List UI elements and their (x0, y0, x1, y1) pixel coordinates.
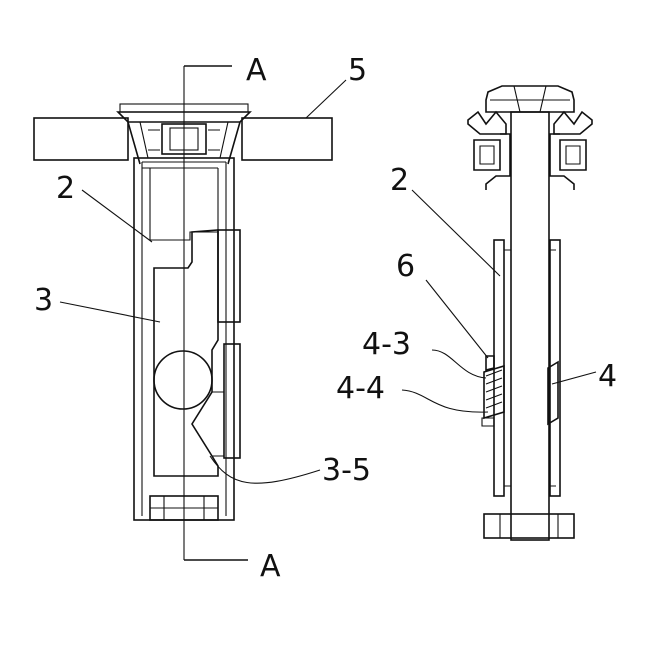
bolt-circle (153, 350, 213, 410)
wall-panel-left (33, 117, 129, 161)
label-part-3: 3 (34, 283, 53, 318)
wall-panel-right (241, 117, 333, 161)
label-part-6: 6 (396, 249, 415, 284)
label-part-5: 5 (348, 53, 367, 88)
leader-lines (59, 79, 597, 484)
label-part-2-left: 2 (56, 171, 75, 206)
bottom-nut-right (483, 513, 575, 539)
wedge-nut (481, 355, 559, 427)
label-part-2-right: 2 (390, 163, 409, 198)
label-section-top: A (246, 53, 267, 88)
section-line-a (183, 65, 248, 561)
right-view (467, 85, 593, 541)
screw-head (467, 85, 593, 135)
labels: A A 5 2 3 3-5 2 6 4-3 4-4 4 (34, 53, 617, 584)
label-section-bottom: A (260, 549, 281, 584)
threaded-shank (510, 111, 550, 541)
label-part-4: 4 (598, 359, 617, 394)
wedge-block (153, 229, 241, 477)
label-part-4-3: 4-3 (362, 327, 411, 362)
left-view (33, 65, 333, 561)
label-part-3-5: 3-5 (322, 453, 371, 488)
collar-clips (473, 133, 587, 190)
label-part-4-4: 4-4 (336, 371, 385, 406)
